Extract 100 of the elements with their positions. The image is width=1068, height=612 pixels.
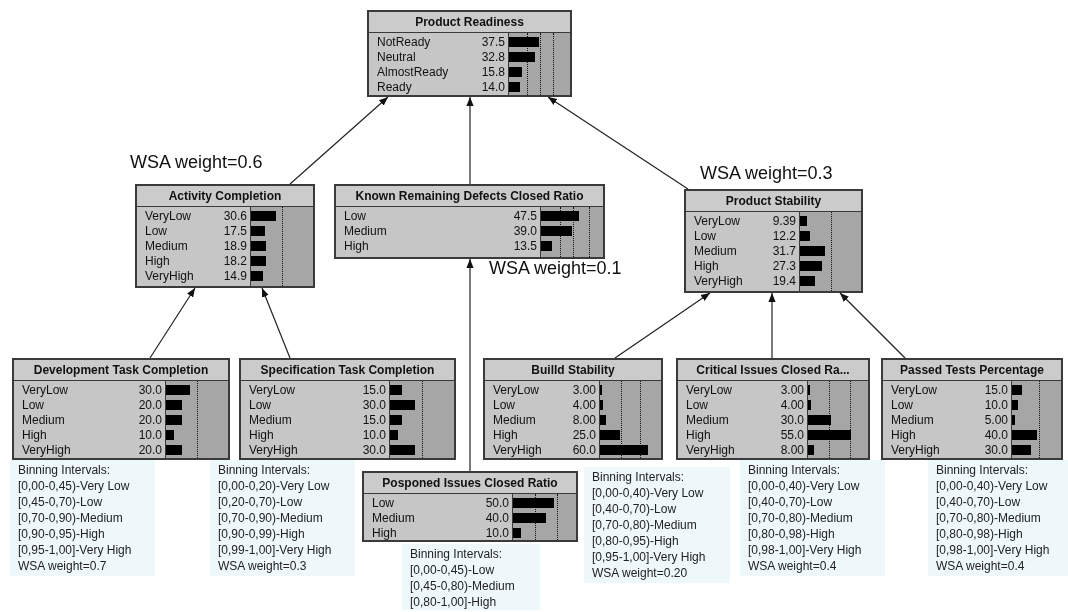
state-name: High bbox=[344, 239, 369, 254]
note-text: [0,70-0,80)-Medium bbox=[936, 510, 1042, 526]
probability-value: 18.9 bbox=[223, 239, 247, 254]
arrow bbox=[261, 287, 291, 359]
note-text: [0,70-0,90)-Medium bbox=[218, 510, 324, 526]
note-text: [0,80-1,00]-High bbox=[410, 594, 498, 610]
probability-value: 20.0 bbox=[138, 398, 162, 413]
probability-value: 30.0 bbox=[780, 413, 804, 428]
probability-value: 20.0 bbox=[138, 443, 162, 458]
state-name: Low bbox=[372, 496, 394, 511]
probability-value: 15.0 bbox=[984, 383, 1008, 398]
probability-value: 18.2 bbox=[223, 254, 247, 269]
state-name: VeryLow bbox=[249, 383, 296, 398]
probability-value: 50.0 bbox=[485, 496, 509, 511]
probability-value: 8.00 bbox=[572, 413, 596, 428]
probability-value: 30.0 bbox=[984, 443, 1008, 458]
network-node-card bbox=[684, 189, 863, 293]
node-title: Product Readiness bbox=[369, 12, 570, 33]
state-name: Medium bbox=[22, 413, 65, 428]
state-name: Medium bbox=[493, 413, 536, 428]
probability-value: 14.9 bbox=[223, 269, 247, 284]
probability-value: 30.0 bbox=[362, 398, 386, 413]
network-node-card bbox=[676, 358, 870, 460]
probability-value: 5.00 bbox=[984, 413, 1008, 428]
state-name: Medium bbox=[145, 239, 188, 254]
node-title: Builld Stability bbox=[485, 360, 661, 381]
network-node-card bbox=[362, 471, 578, 542]
note-text: [0,99-1,00]-Very High bbox=[218, 542, 333, 558]
note-text: [0,00-0,45)-Low bbox=[410, 562, 496, 578]
probability-value: 9.39 bbox=[772, 214, 796, 229]
state-name: High bbox=[694, 259, 719, 274]
probability-value: 15.0 bbox=[362, 413, 386, 428]
note-text: [0,40-0,70)-Low bbox=[936, 494, 1022, 510]
state-name: High bbox=[372, 526, 397, 541]
probability-value: 14.0 bbox=[481, 80, 505, 95]
state-name: VeryLow bbox=[694, 214, 741, 229]
note-text: [0,95-1,00]-Very High bbox=[592, 549, 707, 565]
note-text: [0,98-1,00]-Very High bbox=[748, 542, 863, 558]
state-name: VeryHigh bbox=[694, 274, 743, 289]
probability-value: 17.5 bbox=[223, 224, 247, 239]
note-text: [0,70-0,80)-Medium bbox=[748, 510, 854, 526]
note-text: Binning Intervals: bbox=[18, 462, 112, 478]
network-node-card bbox=[483, 358, 663, 460]
probability-value: 30.6 bbox=[223, 209, 247, 224]
note-text: [0,98-1,00]-Very High bbox=[936, 542, 1051, 558]
note-text: [0,45-0,70)-Low bbox=[18, 494, 104, 510]
note-text: Binning Intervals: bbox=[748, 462, 842, 478]
probability-value: 19.4 bbox=[772, 274, 796, 289]
note-text: [0,00-0,40)-Very Low bbox=[748, 478, 861, 494]
state-name: Medium bbox=[694, 244, 737, 259]
arrow bbox=[149, 287, 196, 359]
probability-value: 25.0 bbox=[572, 428, 596, 443]
note-text: [0,80-0,98)-High bbox=[748, 526, 836, 542]
note-text: [0,80-0,98)-High bbox=[936, 526, 1024, 542]
state-name: VeryHigh bbox=[686, 443, 735, 458]
probability-value: 30.0 bbox=[138, 383, 162, 398]
state-name: VeryHigh bbox=[493, 443, 542, 458]
note-text: [0,00-0,40)-Very Low bbox=[592, 485, 705, 501]
state-name: Low bbox=[891, 398, 913, 413]
probability-value: 10.0 bbox=[138, 428, 162, 443]
state-name: Ready bbox=[377, 80, 412, 95]
arrow bbox=[768, 292, 776, 359]
node-title: Activity Completion bbox=[137, 186, 313, 207]
note-text: [0,95-1,00]-Very High bbox=[18, 542, 133, 558]
state-name: Low bbox=[249, 398, 271, 413]
node-title: Posponed Issues Closed Ratio bbox=[364, 473, 576, 494]
probability-value: 31.7 bbox=[772, 244, 796, 259]
note-text: WSA weight=0.3 bbox=[218, 558, 308, 574]
probability-value: 3.00 bbox=[780, 383, 804, 398]
note-text: Binning Intervals: bbox=[410, 546, 504, 562]
arrow bbox=[466, 96, 474, 185]
state-name: Medium bbox=[686, 413, 729, 428]
note-text: Binning Intervals: bbox=[218, 462, 312, 478]
state-name: High bbox=[22, 428, 47, 443]
state-name: Low bbox=[493, 398, 515, 413]
state-name: VeryHigh bbox=[249, 443, 298, 458]
note-text: [0,80-0,95)-High bbox=[592, 533, 680, 549]
note-text: [0,70-0,90)-Medium bbox=[18, 510, 124, 526]
state-name: Low bbox=[686, 398, 708, 413]
probability-value: 10.0 bbox=[485, 526, 509, 541]
probability-value: 60.0 bbox=[572, 443, 596, 458]
state-name: VeryLow bbox=[686, 383, 733, 398]
probability-value: 39.0 bbox=[513, 224, 537, 239]
state-name: VeryLow bbox=[891, 383, 938, 398]
arrow bbox=[466, 258, 474, 472]
network-node-card bbox=[334, 184, 605, 259]
probability-value: 10.0 bbox=[362, 428, 386, 443]
node-title: Development Task Completion bbox=[14, 360, 228, 381]
probability-value: 3.00 bbox=[572, 383, 596, 398]
probability-value: 4.00 bbox=[572, 398, 596, 413]
probability-value: 27.3 bbox=[772, 259, 796, 274]
arrow bbox=[839, 292, 906, 359]
state-name: Low bbox=[22, 398, 44, 413]
probability-value: 13.5 bbox=[513, 239, 537, 254]
state-name: Medium bbox=[249, 413, 292, 428]
note-text: [0,20-0,70)-Low bbox=[218, 494, 304, 510]
probability-value: 4.00 bbox=[780, 398, 804, 413]
weight-label: WSA weight=0.3 bbox=[700, 163, 833, 184]
state-name: NotReady bbox=[377, 35, 431, 50]
probability-value: 20.0 bbox=[138, 413, 162, 428]
